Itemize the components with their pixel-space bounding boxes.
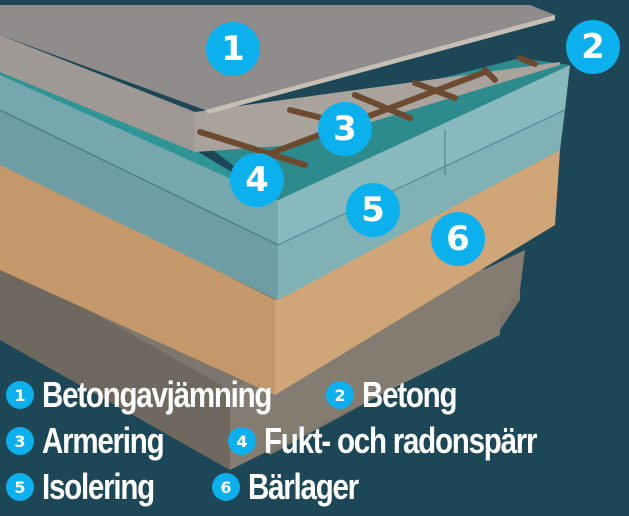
legend-item: 3 Armering (6, 420, 228, 462)
badge-3: 3 (318, 102, 372, 156)
concrete-slab-front (0, 35, 195, 152)
leveling-layer (0, 5, 555, 110)
legend-row: 5 Isolering 6 Bärlager (6, 464, 626, 510)
badge-2: 2 (566, 20, 620, 74)
legend-badge: 2 (326, 381, 354, 409)
legend-label: Isolering (42, 466, 155, 507)
legend-label: Betongavjämning (42, 374, 272, 415)
ground-right (230, 250, 525, 470)
legend-item: 6 Bärlager (212, 466, 382, 508)
legend-badge: 4 (228, 427, 256, 455)
legend-label: Armering (42, 420, 165, 461)
legend: 1 Betongavjämning 2 Betong 3 Armering 4 … (6, 372, 626, 510)
legend-item: 5 Isolering (6, 466, 212, 508)
legend-item: 1 Betongavjämning (6, 374, 326, 416)
legend-label: Fukt- och radonspärr (264, 420, 538, 461)
bearing-layer-right (275, 150, 560, 395)
legend-label: Bärlager (248, 466, 359, 507)
insulation-upper-front (0, 70, 278, 245)
legend-row: 1 Betongavjämning 2 Betong (6, 372, 626, 418)
legend-row: 3 Armering 4 Fukt- och radonspärr (6, 418, 626, 464)
insulation-lower-front (0, 110, 278, 300)
badge-5: 5 (346, 183, 400, 237)
legend-badge: 1 (6, 381, 34, 409)
legend-badge: 5 (6, 473, 34, 501)
legend-label: Betong (362, 374, 458, 415)
legend-badge: 6 (212, 473, 240, 501)
bearing-layer-front (0, 160, 275, 395)
badge-4: 4 (230, 153, 284, 207)
badge-1: 1 (206, 22, 260, 76)
legend-item: 4 Fukt- och radonspärr (228, 420, 596, 462)
legend-badge: 3 (6, 427, 34, 455)
insulation-lower-right (278, 110, 565, 300)
legend-item: 2 Betong (326, 374, 477, 416)
ground-front (0, 260, 230, 470)
badge-6: 6 (431, 212, 485, 266)
